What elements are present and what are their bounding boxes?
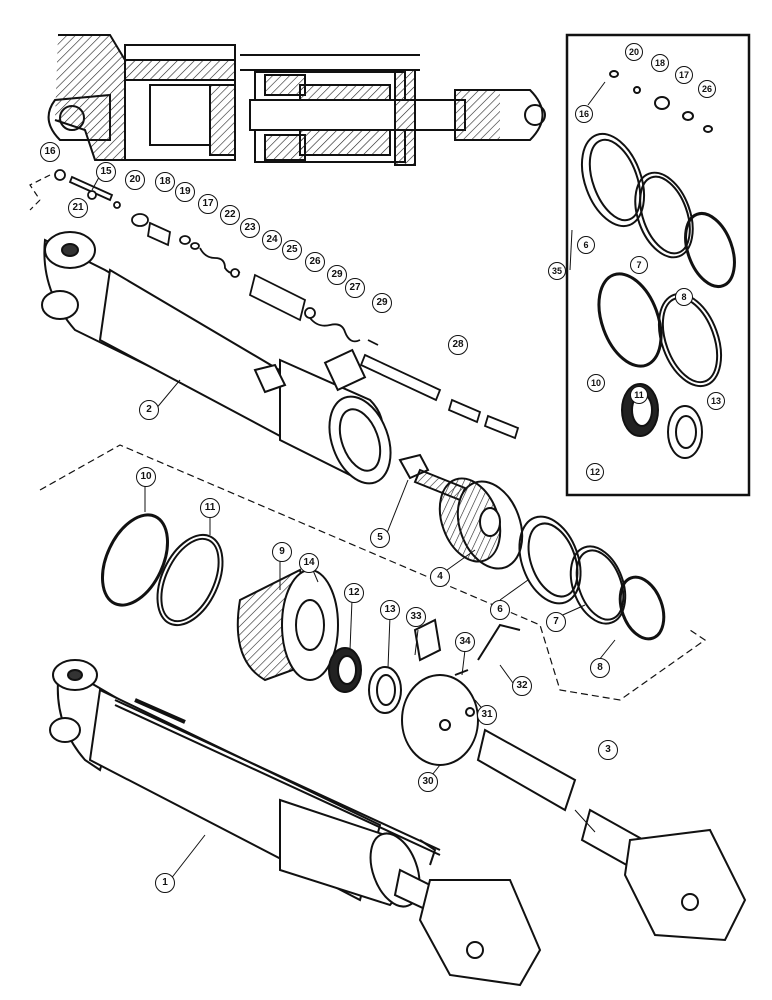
callout-part-22: 22 [220, 205, 240, 225]
callout-part-17-left: 17 [198, 194, 218, 214]
callout-part-35: 35 [548, 262, 566, 280]
callout-part-21: 21 [68, 198, 88, 218]
gland-part [236, 568, 339, 682]
callout-part-11-bottom: 11 [200, 498, 220, 518]
cylinder-barrel-assembly [41, 231, 392, 485]
assembled-cylinder [49, 659, 542, 987]
callout-part-6-inset: 6 [577, 236, 595, 254]
seal-kit-inset-box [565, 33, 751, 497]
callout-part-19: 19 [175, 182, 195, 202]
left-ring-set [101, 513, 224, 627]
callout-part-3: 3 [598, 740, 618, 760]
small-parts-row [54, 169, 520, 440]
piston-part [438, 477, 524, 570]
callout-part-12-bottom: 12 [344, 583, 364, 603]
callout-part-2: 2 [139, 400, 159, 420]
callout-part-5: 5 [370, 528, 390, 548]
callout-part-29-right: 29 [372, 293, 392, 313]
retainer-parts [401, 618, 521, 766]
callout-part-10-bottom: 10 [136, 467, 156, 487]
callout-part-23: 23 [240, 218, 260, 238]
callout-part-18-inset: 18 [651, 54, 669, 72]
callout-part-31: 31 [477, 705, 497, 725]
callout-part-8-bottom: 8 [590, 658, 610, 678]
center-ring-set [518, 515, 666, 641]
callout-part-33: 33 [406, 607, 426, 627]
callout-part-30: 30 [418, 772, 438, 792]
piston-rod-part [476, 728, 747, 942]
seal-kit-parts [580, 70, 736, 459]
callout-part-7-bottom: 7 [546, 612, 566, 632]
callout-part-27: 27 [345, 278, 365, 298]
callout-part-20-inset: 20 [625, 43, 643, 61]
callout-part-14: 14 [299, 553, 319, 573]
callout-part-16-inset: 16 [575, 105, 593, 123]
callout-part-24: 24 [262, 230, 282, 250]
callout-part-12-inset: 12 [586, 463, 604, 481]
callout-part-4: 4 [430, 567, 450, 587]
callout-part-16-left: 16 [40, 142, 60, 162]
callout-part-6-bottom: 6 [490, 600, 510, 620]
callout-part-25: 25 [282, 240, 302, 260]
callout-part-26-left: 26 [305, 252, 325, 272]
dashed-bracket-top [29, 174, 51, 211]
callout-part-11-inset: 11 [630, 386, 648, 404]
callout-part-26-inset: 26 [698, 80, 716, 98]
callout-part-13-bottom: 13 [380, 600, 400, 620]
callout-part-1: 1 [155, 873, 175, 893]
callout-part-13-inset: 13 [707, 392, 725, 410]
callout-part-20-left: 20 [125, 170, 145, 190]
callout-part-29-left: 29 [327, 265, 347, 285]
callout-part-32: 32 [512, 676, 532, 696]
callout-part-8-inset: 8 [675, 288, 693, 306]
callout-part-10-inset: 10 [587, 374, 605, 392]
callout-part-7-inset: 7 [630, 256, 648, 274]
cutaway-cylinder-section [47, 34, 546, 166]
dashed-bracket-middle [39, 444, 707, 701]
callout-part-18-left: 18 [155, 172, 175, 192]
callout-part-17-inset: 17 [675, 66, 693, 84]
callout-part-28: 28 [448, 335, 468, 355]
wiper-seal-parts [328, 647, 402, 714]
callout-part-34: 34 [455, 632, 475, 652]
callout-part-9: 9 [272, 542, 292, 562]
callout-part-15: 15 [96, 162, 116, 182]
